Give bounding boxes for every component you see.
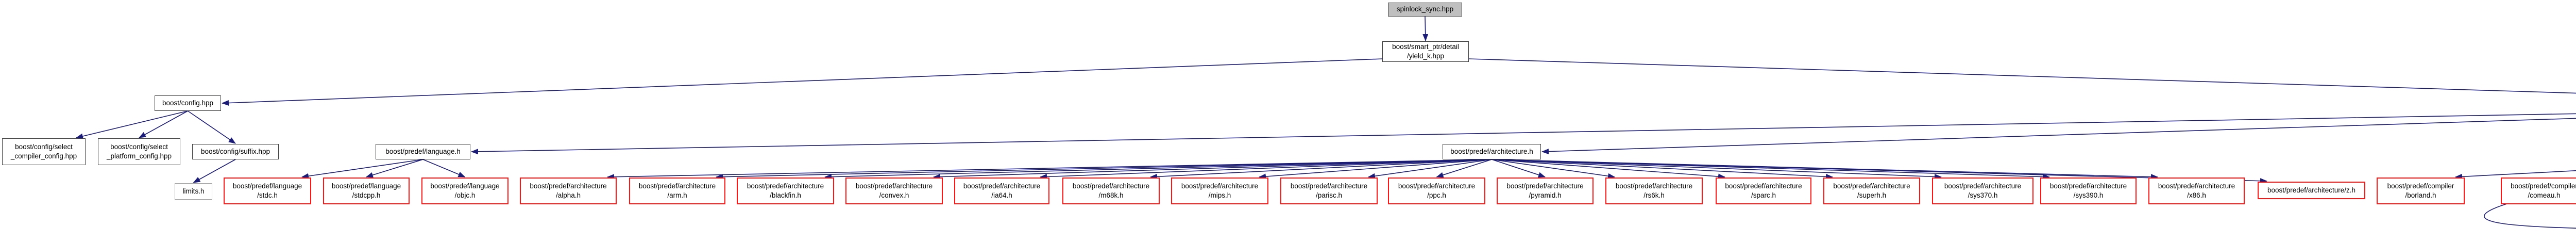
edge-architecture-to-arch-pyramid — [1492, 159, 1546, 178]
edge-config-to-suffix — [188, 110, 236, 144]
edge-architecture-to-arch-blackfin — [824, 159, 1492, 180]
edge-language-to-lang-objc — [422, 159, 466, 178]
edge-architecture-to-arch-sparc — [1492, 159, 1725, 180]
node-arch-sys390[interactable]: boost/predef/architecture /sys390.h — [2040, 178, 2137, 204]
node-arch-blackfin[interactable]: boost/predef/architecture /blackfin.h — [737, 178, 834, 204]
node-arch-alpha[interactable]: boost/predef/architecture /alpha.h — [520, 178, 617, 204]
edge-architecture-to-arch-mips — [1259, 159, 1492, 180]
node-lang-stdcpp[interactable]: boost/predef/language /stdcpp.h — [323, 178, 410, 204]
node-arch-mips[interactable]: boost/predef/architecture /mips.h — [1171, 178, 1268, 204]
node-language[interactable]: boost/predef/language.h — [376, 144, 470, 159]
edge-architecture-to-arch-superh — [1492, 159, 1833, 180]
edge-compiler-to-comp-clang — [2484, 187, 2576, 229]
node-spinlock-sync[interactable]: spinlock_sync.hpp — [1388, 3, 1462, 17]
node-arch-sparc[interactable]: boost/predef/architecture /sparc.h — [1716, 178, 1811, 204]
node-lang-stdc[interactable]: boost/predef/language /stdc.h — [224, 178, 311, 204]
edge-yield-k-to-predef — [1468, 58, 2576, 94]
node-arch-rs6k[interactable]: boost/predef/architecture /rs6k.h — [1605, 178, 1703, 204]
edge-architecture-to-arch-rs6k — [1492, 159, 1615, 179]
edge-predef-to-architecture — [1541, 118, 2576, 155]
node-arch-x86[interactable]: boost/predef/architecture /x86.h — [2148, 178, 2245, 204]
edge-architecture-to-arch-z — [1492, 159, 2267, 184]
node-arch-m68k[interactable]: boost/predef/architecture /m68k.h — [1062, 178, 1160, 204]
edge-yield-k-to-config — [222, 58, 1383, 106]
edge-config-to-select-platform-config — [139, 110, 188, 138]
node-arch-ia64[interactable]: boost/predef/architecture /ia64.h — [954, 178, 1049, 204]
node-select-compiler-config[interactable]: boost/config/select _compiler_config.hpp — [2, 138, 86, 165]
node-suffix[interactable]: boost/config/suffix.hpp — [192, 144, 279, 159]
node-lang-objc[interactable]: boost/predef/language /objc.h — [421, 178, 509, 204]
node-comp-comeau[interactable]: boost/predef/compiler /comeau.h — [2501, 178, 2576, 204]
edge-architecture-to-arch-ppc — [1436, 159, 1492, 178]
edge-architecture-to-arch-arm — [716, 159, 1492, 180]
node-arch-ppc[interactable]: boost/predef/architecture /ppc.h — [1388, 178, 1485, 204]
edge-language-to-lang-stdcpp — [366, 159, 423, 178]
edge-architecture-to-arch-ia64 — [1040, 159, 1492, 180]
edge-architecture-to-arch-parisc — [1368, 159, 1492, 179]
node-yield-k[interactable]: boost/smart_ptr/detail /yield_k.hpp — [1382, 41, 1469, 62]
edge-language-to-lang-stdc — [301, 159, 423, 179]
edge-predef-to-language — [471, 113, 2576, 155]
node-arch-z[interactable]: boost/predef/architecture/z.h — [2258, 182, 2365, 199]
edge-architecture-to-arch-convex — [933, 159, 1492, 180]
node-select-platform-config[interactable]: boost/config/select _platform_config.hpp — [98, 138, 180, 165]
node-config[interactable]: boost/config.hpp — [155, 95, 221, 111]
node-arch-arm[interactable]: boost/predef/architecture /arm.h — [629, 178, 725, 204]
node-arch-sys370[interactable]: boost/predef/architecture /sys370.h — [1932, 178, 2033, 204]
node-limits[interactable]: limits.h — [175, 183, 212, 200]
edge-architecture-to-arch-m68k — [1150, 159, 1492, 180]
node-comp-borland[interactable]: boost/predef/compiler /borland.h — [2377, 178, 2465, 204]
node-architecture[interactable]: boost/predef/architecture.h — [1443, 144, 1541, 159]
node-arch-superh[interactable]: boost/predef/architecture /superh.h — [1823, 178, 1920, 204]
edge-config-to-select-compiler-config — [76, 110, 188, 139]
node-arch-pyramid[interactable]: boost/predef/architecture /pyramid.h — [1497, 178, 1594, 204]
node-arch-convex[interactable]: boost/predef/architecture /convex.h — [845, 178, 943, 204]
edge-spinlock-sync-to-yield-k — [1422, 16, 1429, 41]
edge-suffix-to-limits — [193, 159, 236, 183]
edge-compiler-to-comp-borland — [2455, 170, 2576, 180]
node-arch-parisc[interactable]: boost/predef/architecture /parisc.h — [1280, 178, 1378, 204]
edge-architecture-to-arch-sys370 — [1492, 159, 1942, 180]
